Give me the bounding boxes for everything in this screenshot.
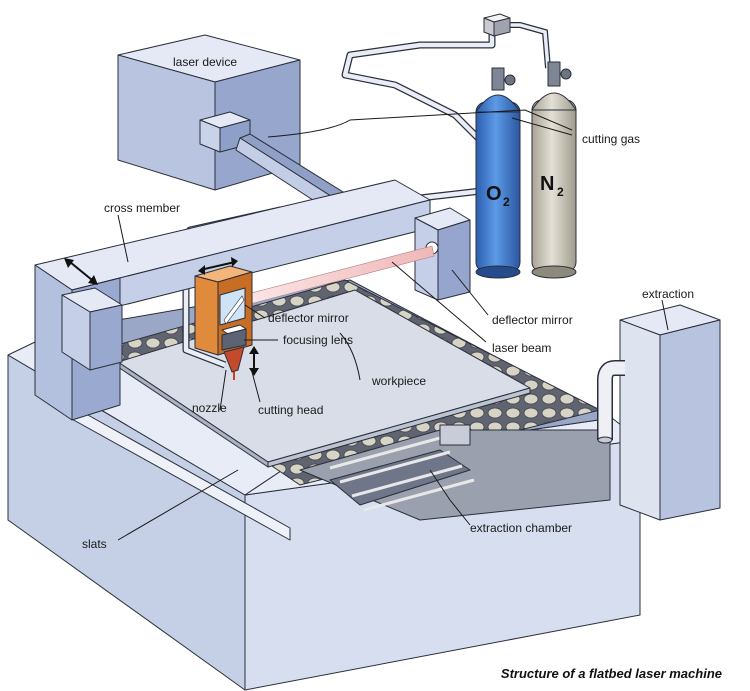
- extraction-chamber: [299, 424, 611, 521]
- nitrogen-cylinder: N 2: [531, 61, 577, 279]
- cutting-head: [194, 257, 259, 380]
- label-extraction: extraction: [642, 287, 694, 301]
- leader-lines: [117, 109, 669, 541]
- oxygen-cylinder: O 2: [475, 67, 521, 279]
- label-cross-member: cross member: [104, 201, 180, 215]
- label-nozzle: nozzle: [192, 401, 227, 415]
- extraction-unit: [597, 304, 721, 521]
- oxygen-symbol: O: [486, 183, 502, 205]
- label-focusing-lens: focusing lens: [283, 333, 353, 347]
- label-extraction-chamber: extraction chamber: [470, 521, 572, 535]
- oxygen-subscript: 2: [503, 195, 510, 209]
- nitrogen-subscript: 2: [557, 185, 564, 199]
- label-deflector-mirror-right: deflector mirror: [492, 313, 573, 327]
- cross-member-motion-arrow: [64, 258, 98, 285]
- label-deflector-mirror-head: deflector mirror: [268, 311, 349, 325]
- label-laser-beam: laser beam: [492, 341, 551, 355]
- label-laser-device: laser device: [173, 55, 237, 69]
- label-workpiece: workpiece: [371, 374, 426, 388]
- figure-caption: Structure of a flatbed laser machine: [500, 666, 722, 681]
- nitrogen-symbol: N: [540, 173, 554, 195]
- label-cutting-head: cutting head: [258, 403, 323, 417]
- cross-member: [34, 179, 431, 421]
- label-cutting-gas: cutting gas: [582, 132, 640, 146]
- label-slats: slats: [82, 537, 107, 551]
